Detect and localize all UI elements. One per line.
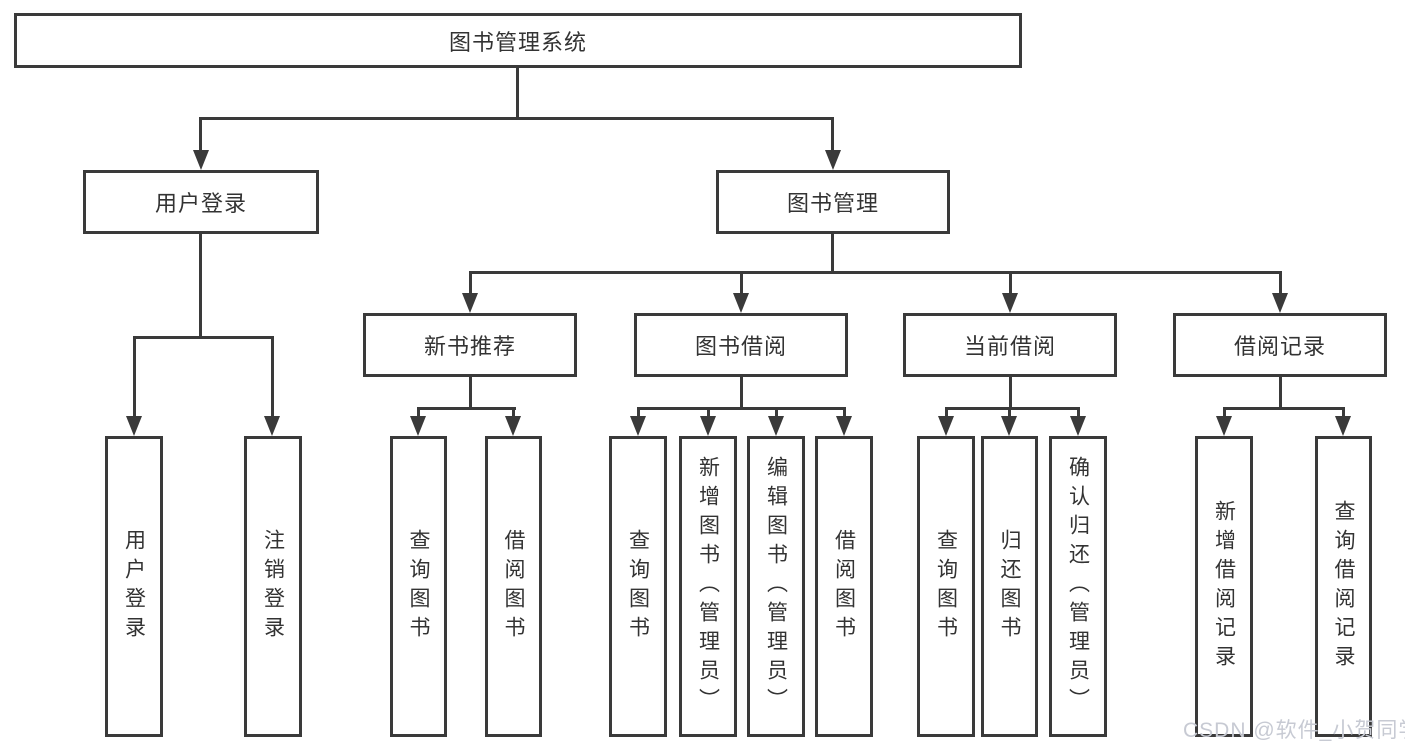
leaf-confirm-return-admin: 确认归还（管理员） [1049, 436, 1107, 737]
leaf-query-borrow-record: 查询借阅记录 [1315, 436, 1372, 737]
leaf-borrow-books: 借阅图书 [815, 436, 873, 737]
arrowhead-down-icon [733, 293, 749, 313]
connector-group-rail [417, 407, 516, 410]
node-book-management: 图书管理 [716, 170, 950, 234]
connector-group-rail [1223, 407, 1345, 410]
leaf-borrow-books-recommend-label: 借阅图书 [502, 528, 526, 645]
leaf-borrow-books-recommend: 借阅图书 [485, 436, 542, 737]
leaf-confirm-return-admin-label: 确认归还（管理员） [1066, 456, 1090, 717]
arrowhead-down-icon [126, 416, 142, 436]
connector-user-stub [199, 234, 202, 337]
node-user-login: 用户登录 [83, 170, 319, 234]
connector-root-stub [516, 68, 519, 118]
leaf-query-books-current: 查询图书 [917, 436, 975, 737]
arrowhead-down-icon [1001, 416, 1017, 436]
leaf-logout-label: 注销登录 [261, 528, 285, 645]
connector-stem [1342, 407, 1345, 419]
leaf-borrow-books-label: 借阅图书 [832, 528, 856, 645]
leaf-add-book-admin: 新增图书（管理员） [679, 436, 737, 737]
leaf-add-borrow-record-label: 新增借阅记录 [1212, 499, 1236, 674]
node-root: 图书管理系统 [14, 13, 1022, 68]
node-book-management-label: 图书管理 [786, 191, 879, 216]
leaf-query-books-recommend: 查询图书 [390, 436, 447, 737]
csdn-watermark: CSDN @软件_小贺同学 [1183, 719, 1405, 742]
connector-stem [740, 271, 743, 296]
arrowhead-down-icon [768, 416, 784, 436]
arrowhead-down-icon [700, 416, 716, 436]
leaf-edit-book-admin-label: 编辑图书（管理员） [764, 456, 788, 717]
node-root-label: 图书管理系统 [448, 29, 587, 55]
connector-level3-rail [469, 271, 1282, 274]
leaf-logout: 注销登录 [244, 436, 302, 737]
node-book-borrow-label: 图书借阅 [694, 334, 787, 359]
connector-stem [945, 407, 948, 419]
connector-user-rail [133, 336, 274, 339]
node-borrow-records-label: 借阅记录 [1233, 334, 1326, 359]
connector-stem [271, 336, 274, 416]
connector-stem [133, 336, 136, 416]
connector-stem [512, 407, 515, 419]
connector-level2-rail [199, 117, 834, 120]
connector-mgmt-stub [831, 234, 834, 273]
arrowhead-down-icon [505, 416, 521, 436]
node-new-book-recommend: 新书推荐 [363, 313, 577, 377]
leaf-query-books-borrow: 查询图书 [609, 436, 667, 737]
arrowhead-down-icon [1002, 293, 1018, 313]
leaf-edit-book-admin: 编辑图书（管理员） [747, 436, 805, 737]
connector-group-stub [740, 377, 743, 408]
arrowhead-down-icon [462, 293, 478, 313]
arrowhead-down-icon [1335, 416, 1351, 436]
connector-group-stub [1009, 377, 1012, 408]
leaf-user-login-label: 用户登录 [122, 528, 146, 645]
arrowhead-down-icon [1272, 293, 1288, 313]
leaf-add-book-admin-label: 新增图书（管理员） [696, 456, 720, 717]
connector-group-rail [945, 407, 1080, 410]
connector-stem [843, 407, 846, 419]
node-current-borrow-label: 当前借阅 [963, 334, 1056, 359]
leaf-query-books-current-label: 查询图书 [934, 528, 958, 645]
connector-stem [1223, 407, 1226, 419]
arrowhead-down-icon [825, 150, 841, 170]
connector-group-stub [1279, 377, 1282, 408]
arrowhead-down-icon [630, 416, 646, 436]
arrowhead-down-icon [193, 150, 209, 170]
connector-stem [707, 407, 710, 419]
connector-stem [469, 271, 472, 296]
leaf-user-login: 用户登录 [105, 436, 163, 737]
connector-stem [831, 117, 834, 153]
connector-group-rail [637, 407, 846, 410]
arrowhead-down-icon [836, 416, 852, 436]
connector-stem [1279, 271, 1282, 296]
node-book-borrow: 图书借阅 [634, 313, 848, 377]
node-borrow-records: 借阅记录 [1173, 313, 1387, 377]
leaf-return-book-label: 归还图书 [998, 528, 1022, 645]
arrowhead-down-icon [264, 416, 280, 436]
leaf-add-borrow-record: 新增借阅记录 [1195, 436, 1253, 737]
leaf-return-book: 归还图书 [981, 436, 1038, 737]
arrowhead-down-icon [1070, 416, 1086, 436]
arrowhead-down-icon [938, 416, 954, 436]
connector-stem [417, 407, 420, 419]
node-new-book-recommend-label: 新书推荐 [423, 334, 516, 359]
connector-stem [637, 407, 640, 419]
node-user-login-label: 用户登录 [154, 191, 247, 216]
leaf-query-books-borrow-label: 查询图书 [626, 528, 650, 645]
connector-stem [1077, 407, 1080, 419]
node-current-borrow: 当前借阅 [903, 313, 1117, 377]
leaf-query-borrow-record-label: 查询借阅记录 [1332, 499, 1356, 674]
connector-group-stub [469, 377, 472, 408]
connector-stem [199, 117, 202, 153]
connector-stem [775, 407, 778, 419]
connector-stem [1009, 271, 1012, 296]
leaf-query-books-recommend-label: 查询图书 [407, 528, 431, 645]
arrowhead-down-icon [1216, 416, 1232, 436]
connector-stem [1008, 407, 1011, 419]
arrowhead-down-icon [410, 416, 426, 436]
